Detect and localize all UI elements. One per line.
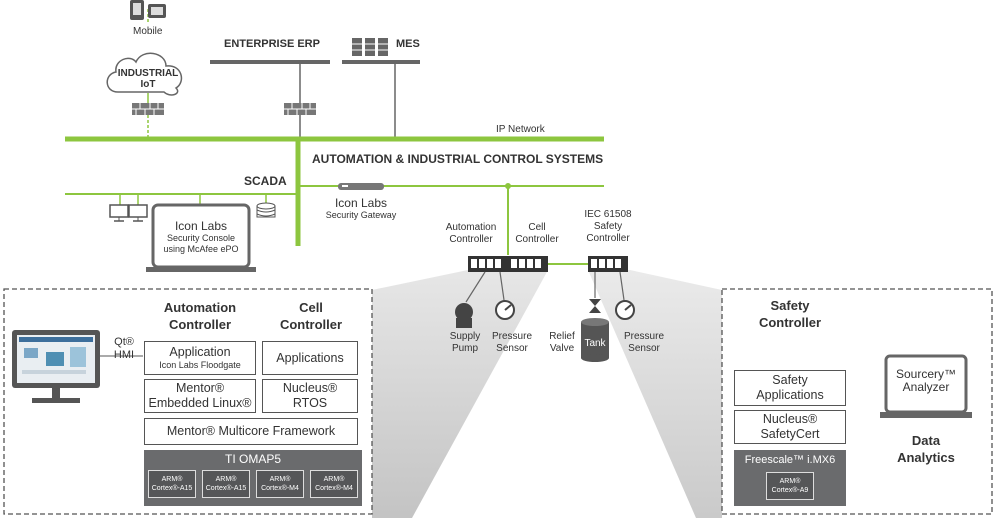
safety-controller-device xyxy=(588,256,628,272)
applications-box: Applications xyxy=(262,341,358,375)
workstation-icon-1 xyxy=(109,204,129,222)
application-box: Application Icon Labs Floodgate xyxy=(144,341,256,375)
relief-valve-icon xyxy=(589,299,601,313)
tank-label: Tank xyxy=(584,338,606,349)
scada-label: SCADA xyxy=(244,174,287,188)
enterprise-erp-label: ENTERPRISE ERP xyxy=(224,38,320,50)
pump-icon xyxy=(455,303,473,328)
hmi-label: Qt®HMI xyxy=(113,336,135,361)
core-chip: ARM®Cortex®-A15 xyxy=(202,470,250,498)
laptop-icon xyxy=(146,203,256,272)
gateway-label: Icon Labs Security Gateway xyxy=(325,196,397,220)
analyzer-laptop-icon xyxy=(880,354,972,418)
core-chip: ARM®Cortex®-A9 xyxy=(766,472,814,500)
nucleus-rtos-box: Nucleus®RTOS xyxy=(262,379,358,413)
mentor-linux-box: Mentor®Embedded Linux® xyxy=(144,379,256,413)
mobile-phone-icon xyxy=(130,0,144,20)
mobile-label: Mobile xyxy=(133,26,163,37)
cell-controller-device xyxy=(508,256,548,272)
automation-controller-device xyxy=(468,256,508,272)
omap5-soc: TI OMAP5 ARM®Cortex®-A15 ARM®Cortex®-A15… xyxy=(144,450,362,506)
pressure-gauge-icon-2 xyxy=(615,300,635,320)
multicore-framework-box: Mentor® Multicore Framework xyxy=(144,418,358,445)
ip-network-label: IP Network xyxy=(496,124,545,135)
security-console-label: Icon Labs Security Console using McAfee … xyxy=(163,219,239,254)
database-icon xyxy=(256,202,276,218)
core-chip: ARM®Cortex®-M4 xyxy=(310,470,358,498)
server-icon xyxy=(352,38,388,56)
firewall-icon-iot xyxy=(132,103,164,115)
pressure-gauge-icon-1 xyxy=(495,300,515,320)
core-chip: ARM®Cortex®-M4 xyxy=(256,470,304,498)
core-chip: ARM®Cortex®-A15 xyxy=(148,470,196,498)
projection-beam-left xyxy=(372,270,548,518)
cloud-icon xyxy=(106,52,183,96)
hmi-monitor-icon xyxy=(12,330,100,403)
tank-icon xyxy=(581,318,609,362)
imx6-soc: Freescale™ i.MX6 ARM®Cortex®-A9 xyxy=(734,450,846,506)
firewall-icon-erp xyxy=(284,103,316,115)
workstation-icon-2 xyxy=(128,204,148,222)
mes-label: MES xyxy=(396,38,420,50)
projection-beam-right xyxy=(588,270,722,518)
tablet-icon xyxy=(148,4,166,18)
gateway-device-icon xyxy=(338,183,384,190)
aics-label: AUTOMATION & INDUSTRIAL CONTROL SYSTEMS xyxy=(312,152,604,166)
omap5-title: TI OMAP5 xyxy=(224,452,281,466)
nucleus-safetycert-box: Nucleus®SafetyCert xyxy=(734,410,846,444)
imx6-title: Freescale™ i.MX6 xyxy=(744,454,836,466)
